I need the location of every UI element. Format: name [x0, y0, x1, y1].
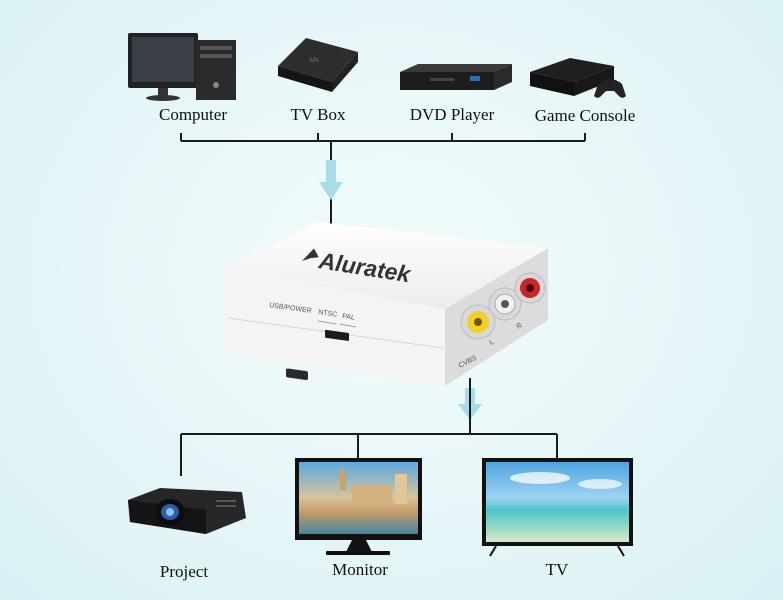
rca-jack-red: [514, 272, 546, 304]
jack-r-label: R: [516, 322, 524, 331]
switch-ntsc-label: NTSC: [318, 309, 338, 319]
input-connector-lines: [180, 133, 586, 232]
rca-jack-yellow: [460, 304, 496, 340]
output-label-tv: TV: [545, 560, 569, 579]
switch-pal-label: PAL: [342, 313, 356, 322]
converter-device: [224, 222, 548, 386]
output-label-projector: Project: [159, 562, 209, 581]
output-connector-lines: [180, 378, 558, 476]
input-label-dvd-player: DVD Player: [409, 105, 495, 124]
computer-icon: [128, 33, 236, 101]
input-label-computer: Computer: [159, 105, 227, 124]
tv-box-icon: MX: [278, 38, 358, 92]
input-arrow: [319, 160, 343, 200]
rca-jack-white: [488, 287, 522, 321]
input-label-tv-box: TV Box: [290, 105, 346, 124]
svg-text:MX: MX: [310, 58, 319, 64]
input-label-game-console: Game Console: [534, 106, 636, 125]
tv-icon: [482, 458, 633, 557]
monitor-icon: [295, 458, 422, 555]
output-label-monitor: Monitor: [332, 560, 388, 579]
device-logo-mark: [302, 248, 319, 261]
jack-l-label: L: [489, 339, 496, 347]
projector-icon: [128, 488, 246, 534]
dvd-player-icon: [400, 64, 512, 90]
game-console-icon: [530, 58, 626, 98]
